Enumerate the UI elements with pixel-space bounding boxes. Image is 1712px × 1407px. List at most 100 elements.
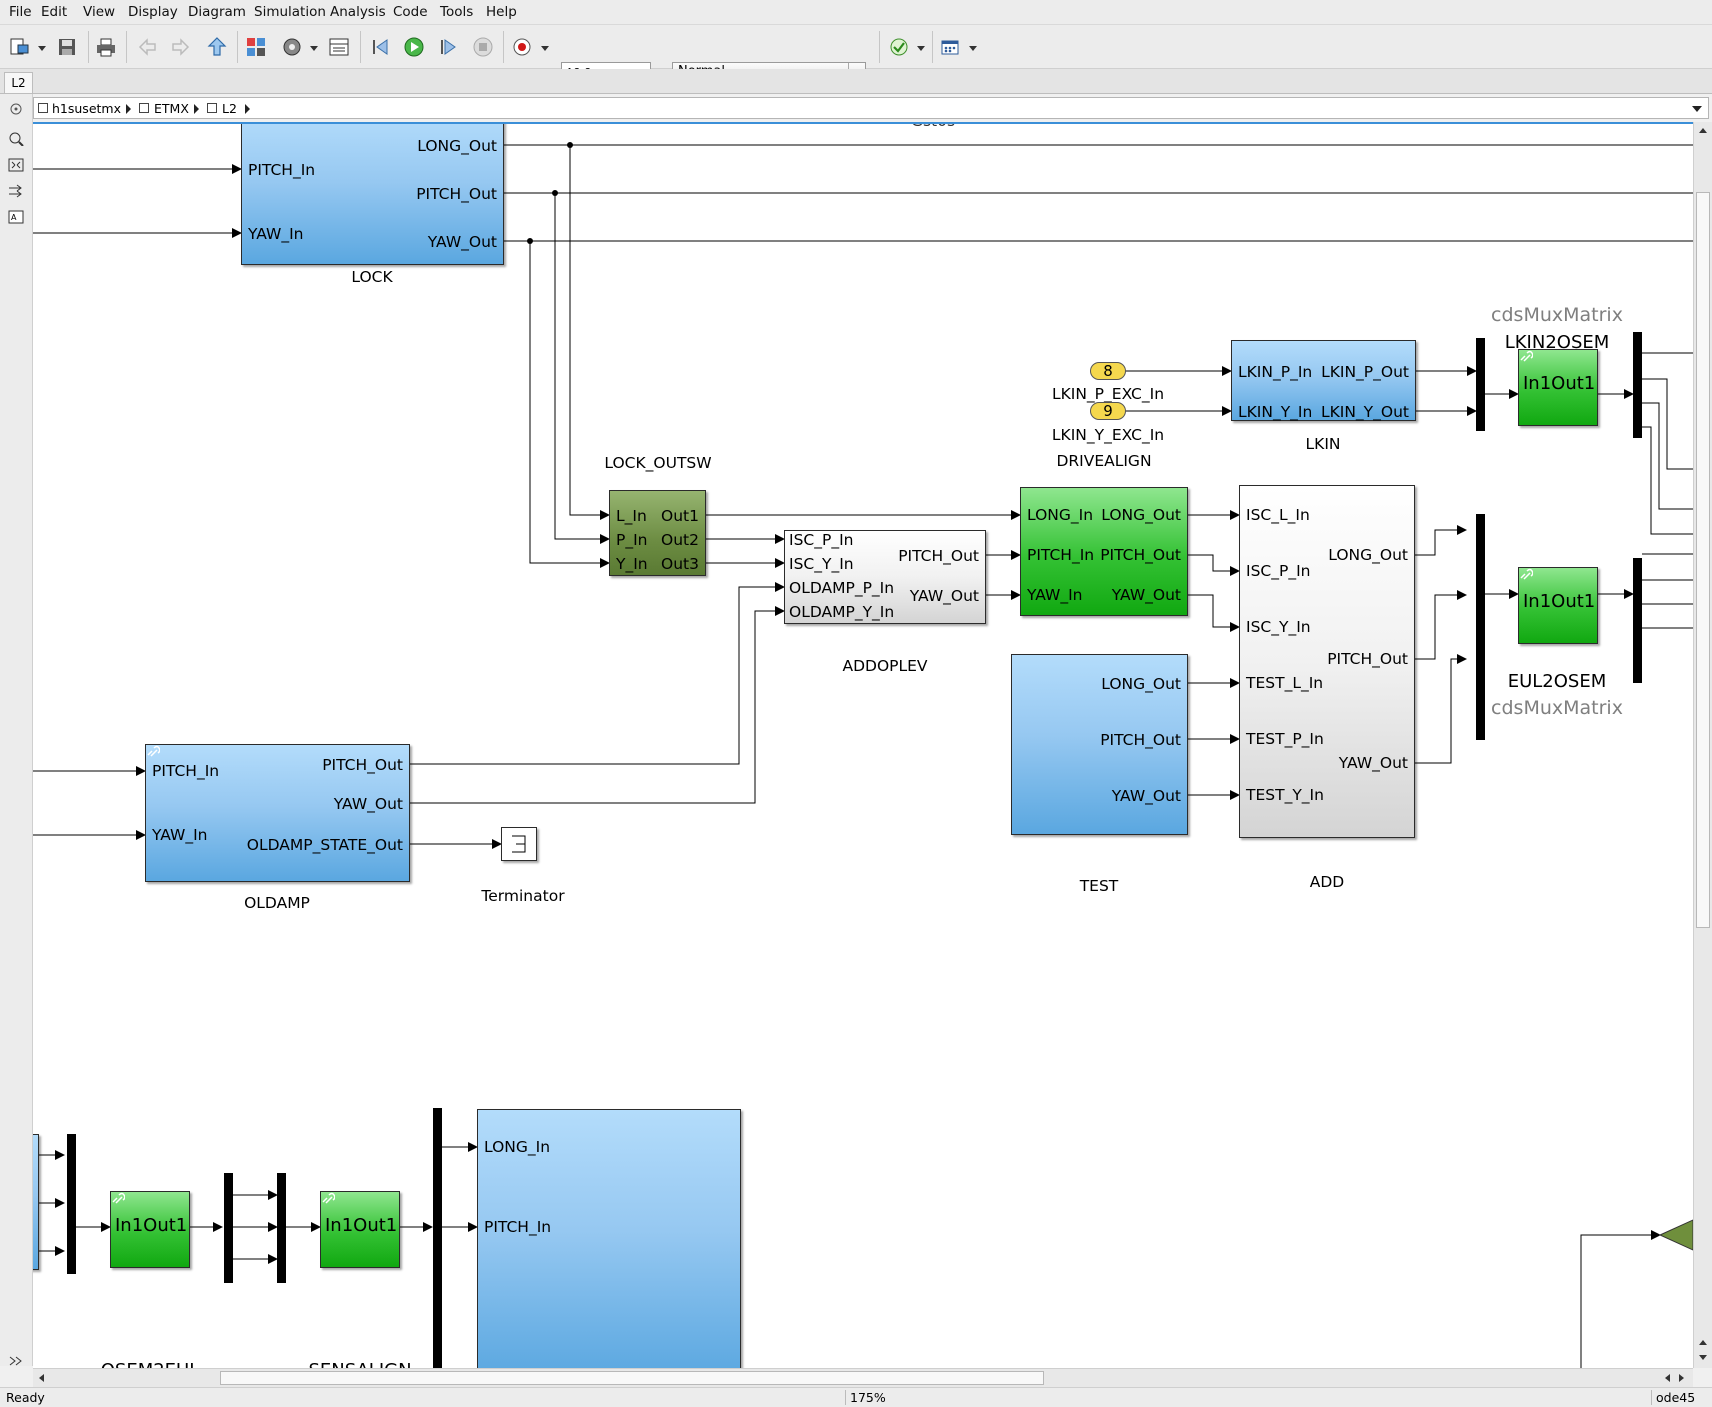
data-inspector-dropdown-icon[interactable] [969,46,977,51]
scroll-right-icon[interactable] [1678,1373,1686,1383]
port-lkin-y-in: LKIN_Y_In [1238,403,1313,421]
mux-bottom-1[interactable] [67,1134,76,1274]
chevron-down-icon[interactable] [1692,106,1702,112]
port-oldamp-state-out: OLDAMP_STATE_Out [246,836,403,854]
hide-browser-icon[interactable] [7,102,25,116]
drivealign-block[interactable]: LONG_In PITCH_In YAW_In LONG_Out PITCH_O… [1020,487,1188,616]
zoom-icon[interactable] [7,132,25,146]
port-isc-p-in: ISC_P_In [1246,562,1311,580]
port-long-out: LONG_Out [1328,546,1408,564]
terminator-block[interactable] [501,827,537,861]
eul2osem-block[interactable]: In1Out1 [1518,567,1598,644]
damp-block-partial[interactable]: LONG_In PITCH_In [477,1109,741,1370]
breadcrumb-item-etmx[interactable]: ETMX [154,101,189,116]
step-forward-icon[interactable] [435,34,461,60]
up-icon[interactable] [204,34,230,60]
vertical-scroll-thumb[interactable] [1696,192,1710,928]
menu-simulation[interactable]: Simulation [254,4,326,20]
drivealign-label: DRIVEALIGN [1056,452,1152,470]
model-canvas[interactable]: Gst0s PITCH_In YAW_In LONG_Out PITCH_Out… [33,122,1693,1370]
menu-file[interactable]: File [9,4,32,20]
solver-name[interactable]: ode45 [1651,1390,1695,1405]
port-isc-p-in: ISC_P_In [789,531,854,549]
scroll-up-icon[interactable] [1698,126,1708,134]
menu-edit[interactable]: Edit [41,4,68,20]
sensalign-block[interactable]: In1Out1 [320,1191,400,1268]
add-block[interactable]: ISC_L_In ISC_P_In ISC_Y_In TEST_L_In TES… [1239,485,1415,838]
partial-block-left[interactable] [33,1134,39,1270]
horizontal-scroll-thumb[interactable] [220,1371,1044,1385]
menu-view[interactable]: View [83,4,116,20]
lock-block[interactable]: PITCH_In YAW_In LONG_Out PITCH_Out YAW_O… [241,124,504,265]
scroll-up-icon[interactable] [1698,1338,1708,1346]
lock-outsw-block[interactable]: L_In P_In Y_In Out1 Out2 Out3 [609,490,706,576]
mux-bottom-2[interactable] [277,1173,286,1283]
model-advisor-dropdown-icon[interactable] [917,46,925,51]
forward-icon[interactable] [168,34,194,60]
port-oldamp-p-in: OLDAMP_P_In [789,579,895,597]
breadcrumb-item-l2[interactable]: L2 [222,101,237,116]
test-block[interactable]: LONG_Out PITCH_Out YAW_Out [1011,654,1188,835]
mux-lkin[interactable] [1476,338,1485,431]
constant-9[interactable]: 9 [1090,402,1126,420]
new-model-icon[interactable] [6,34,32,60]
step-back-icon[interactable] [367,34,393,60]
fit-to-view-icon[interactable] [7,158,25,172]
constant-9-label: LKIN_Y_EXC_In [1051,426,1165,444]
breadcrumb-item-h1susetmx[interactable]: h1susetmx [52,101,121,116]
model-explorer-icon[interactable] [326,34,352,60]
new-model-dropdown-icon[interactable] [38,46,46,51]
library-browser-icon[interactable] [243,34,269,60]
save-icon[interactable] [54,34,80,60]
model-advisor-icon[interactable] [886,34,912,60]
data-inspector-icon[interactable] [937,34,963,60]
vertical-scrollbar[interactable] [1693,122,1712,1368]
demux-bottom-1[interactable] [224,1173,233,1283]
menu-diagram[interactable]: Diagram [188,4,246,20]
oldamp-block[interactable]: PITCH_In YAW_In PITCH_Out YAW_Out OLDAMP… [145,744,410,882]
port-test-l-in: TEST_L_In [1246,674,1324,692]
arrows-icon[interactable] [7,184,25,198]
port-long-in: LONG_In [1027,506,1094,524]
lock-outsw-label: LOCK_OUTSW [604,454,712,472]
gain-block-partial [1658,1219,1693,1251]
port-isc-y-in: ISC_Y_In [1246,618,1311,636]
mux-eul[interactable] [1476,514,1485,740]
expand-palette-icon[interactable] [7,1354,25,1368]
menu-display[interactable]: Display [128,4,178,20]
model-config-icon[interactable] [279,34,305,60]
scroll-left-icon[interactable] [37,1373,45,1383]
record-icon[interactable] [509,34,535,60]
osem2eul-block[interactable]: In1Out1 [110,1191,190,1268]
model-config-dropdown-icon[interactable] [310,46,318,51]
back-icon[interactable] [134,34,160,60]
menu-help[interactable]: Help [486,4,517,20]
port-yaw-out: YAW_Out [333,795,403,813]
run-icon[interactable] [401,34,427,60]
osem2eul-text: In1Out1 [115,1215,188,1236]
lkin2osem-block[interactable]: In1Out1 [1518,349,1598,426]
menu-code[interactable]: Code [393,4,428,20]
eul2osem-text: In1Out1 [1523,591,1596,612]
svg-text:A: A [11,213,17,222]
menu-tools[interactable]: Tools [440,4,474,20]
record-dropdown-icon[interactable] [541,46,549,51]
print-icon[interactable] [93,34,119,60]
horizontal-scrollbar[interactable] [33,1368,1693,1387]
port-yaw-out: YAW_Out [427,233,497,251]
library-link-icon [147,745,160,757]
demux-bottom-2[interactable] [433,1108,442,1370]
addoplev-label: ADDOPLEV [842,657,928,675]
scroll-left-icon[interactable] [1663,1373,1671,1383]
menu-analysis[interactable]: Analysis [330,4,386,20]
annotation-icon[interactable]: A [7,210,25,224]
demux-lkin2osem[interactable] [1633,332,1642,438]
tab-l2[interactable]: L2 [4,72,33,93]
scroll-down-icon[interactable] [1698,1354,1708,1362]
constant-8[interactable]: 8 [1090,362,1126,380]
lkin-block[interactable]: LKIN_P_In LKIN_Y_In LKIN_P_Out LKIN_Y_Ou… [1231,340,1416,421]
addoplev-block[interactable]: ISC_P_In ISC_Y_In OLDAMP_P_In OLDAMP_Y_I… [784,530,986,624]
demux-eul2osem[interactable] [1633,558,1642,683]
sensalign-text: In1Out1 [325,1215,398,1236]
stop-icon[interactable] [470,34,496,60]
